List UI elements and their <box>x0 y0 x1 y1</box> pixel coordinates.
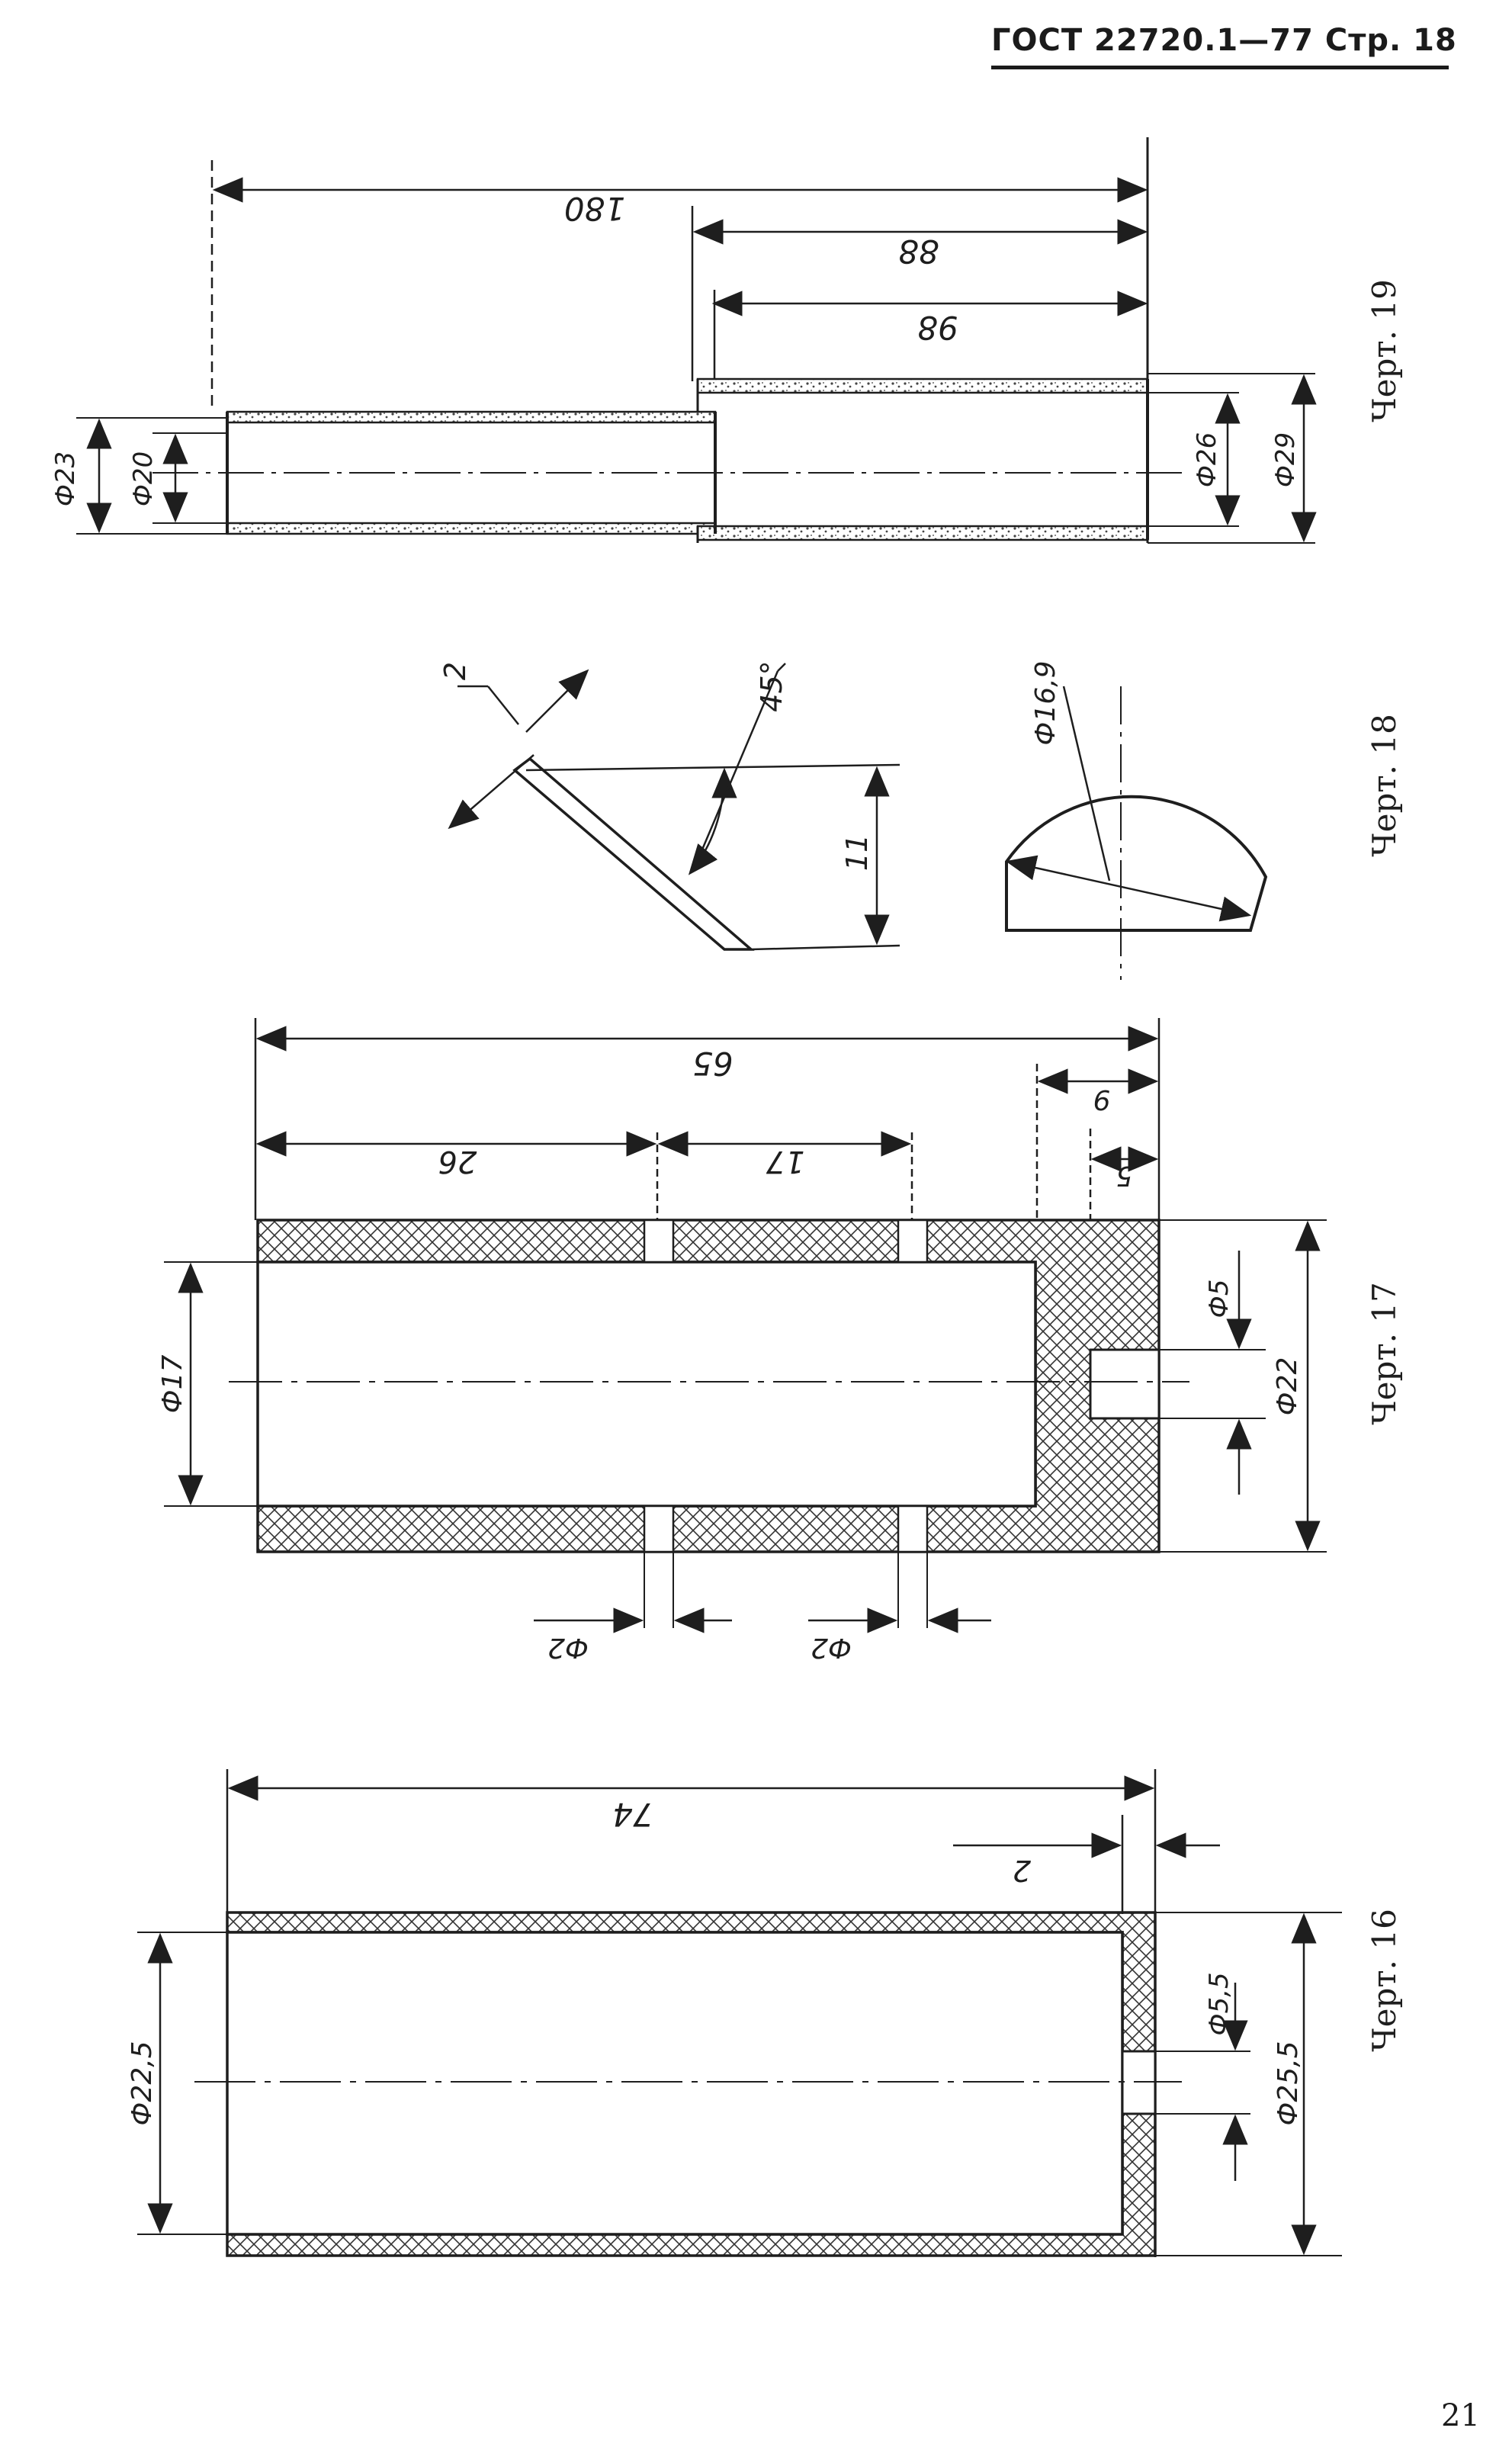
dim-5: 5 <box>1116 1160 1134 1191</box>
dim-d22-5: Ф22,5 <box>127 2041 158 2125</box>
dim-98: 98 <box>917 309 958 346</box>
page-header: ГОСТ 22720.1—77 Стр. 18 <box>991 23 1457 58</box>
dim-d16-9: Ф16,9 <box>1030 660 1061 745</box>
dim-hole-d2-a: Ф2 <box>547 1632 589 1663</box>
dim-26: 26 <box>438 1144 477 1179</box>
drawing-16 <box>137 1769 1342 2257</box>
caption-cherteg-17: Черт. 17 <box>1366 1282 1403 1425</box>
drawing-16-labels: 74 2 Ф22,5 Ф5,5 Ф25,5 Черт. 16 <box>127 1796 1403 2126</box>
dim-d17: Ф17 <box>157 1355 188 1414</box>
dim-74: 74 <box>612 1796 653 1833</box>
dim-17: 17 <box>766 1144 804 1179</box>
dim-d5: Ф5 <box>1204 1280 1234 1318</box>
caption-cherteg-18: Черт. 18 <box>1366 714 1403 857</box>
dim-d25-5: Ф25,5 <box>1273 2041 1304 2125</box>
dim-d29: Ф29 <box>1270 432 1301 488</box>
dim-2-wall: 2 <box>1013 1854 1031 1887</box>
dim-9: 9 <box>1093 1084 1111 1115</box>
dim-88: 88 <box>898 233 939 270</box>
dim-hole-d2-b: Ф2 <box>811 1632 852 1663</box>
drawing-19-labels: 180 88 98 Ф23 Ф20 Ф26 Ф29 Черт. 19 <box>50 190 1403 506</box>
dim-65: 65 <box>692 1045 733 1082</box>
dim-d23: Ф23 <box>50 451 81 507</box>
dim-180: 180 <box>564 190 625 227</box>
caption-cherteg-16: Черт. 16 <box>1366 1909 1403 2052</box>
drawing-19 <box>76 137 1317 544</box>
page-number: 21 <box>1441 2398 1480 2433</box>
dim-d22: Ф22 <box>1272 1357 1303 1416</box>
header-underline <box>991 66 1449 69</box>
dim-d26: Ф26 <box>1192 432 1222 488</box>
dim-d20: Ф20 <box>128 451 159 507</box>
dim-2: 2 <box>438 662 472 680</box>
drawing-18-labels: 2 45° 11 Ф16,9 Черт. 18 <box>438 660 1403 871</box>
drawing-17 <box>164 1018 1327 1633</box>
dim-45deg: 45° <box>755 660 788 711</box>
caption-cherteg-19: Черт. 19 <box>1366 279 1403 422</box>
dim-d5-5: Ф5,5 <box>1204 1972 1234 2035</box>
dim-11: 11 <box>840 834 874 871</box>
drawing-17-labels: 65 26 17 9 5 Ф17 Ф5 Ф22 Ф2 Ф2 Черт. 17 <box>157 1045 1403 1663</box>
drawing-18 <box>448 663 1268 980</box>
